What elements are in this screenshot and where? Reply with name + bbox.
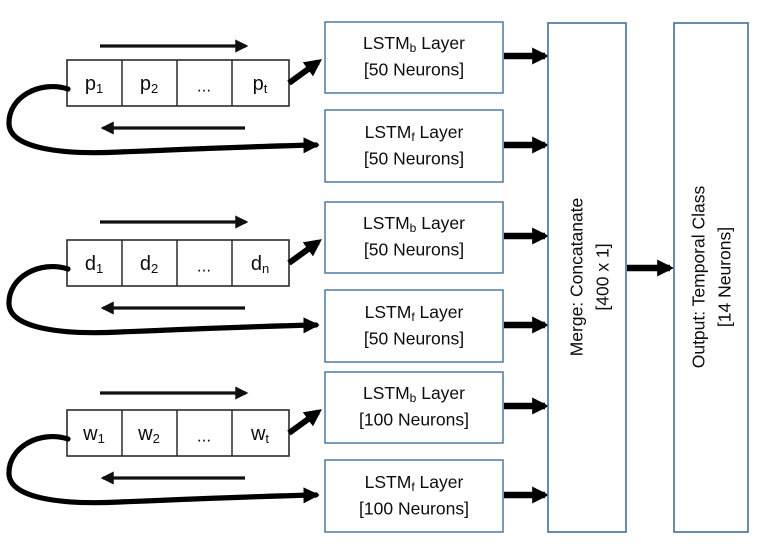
lstm-b-neurons-word: [100 Neurons] bbox=[359, 410, 469, 430]
word-cell-2: w2 bbox=[137, 423, 160, 446]
pose-cell-3: ... bbox=[197, 76, 211, 95]
lstm-b-label-pose: LSTMb Layer bbox=[363, 33, 465, 56]
lstm-f-label-depth: LSTMf Layer bbox=[365, 302, 464, 325]
word-cell-3: ... bbox=[197, 426, 211, 445]
lstm-b-neurons-depth: [50 Neurons] bbox=[364, 240, 464, 260]
lstm-b-box-word[interactable] bbox=[324, 371, 504, 444]
word-backward-loop-arrow bbox=[6, 433, 320, 506]
lstm-f-neurons-pose: [50 Neurons] bbox=[364, 149, 464, 169]
output-neurons-label: [14 Neurons] bbox=[715, 227, 735, 327]
merge-shape-label: [400 x 1] bbox=[593, 243, 613, 310]
word-cell-4: wt bbox=[250, 423, 269, 446]
branch-pose: p1 p2 ... pt LSTMb Layer [50 Neurons] bbox=[6, 21, 550, 183]
lstm-b-box-pose[interactable] bbox=[324, 21, 504, 94]
depth-to-lstm-b-arrow bbox=[287, 239, 322, 266]
pose-cell-2: p2 bbox=[140, 73, 158, 96]
depth-cell-1: d1 bbox=[85, 253, 103, 276]
merge-box[interactable] bbox=[547, 22, 627, 533]
lstm-b-label-depth: LSTMb Layer bbox=[363, 213, 465, 236]
word-cell-1: w1 bbox=[82, 423, 105, 446]
depth-sequence-box bbox=[66, 239, 290, 287]
depth-cell-3: ... bbox=[197, 256, 211, 275]
merge-layer[interactable]: Merge: Concatanate [400 x 1] bbox=[547, 22, 627, 533]
lstm-f-neurons-depth: [50 Neurons] bbox=[364, 329, 464, 349]
lstm-b-neurons-pose: [50 Neurons] bbox=[364, 60, 464, 80]
pose-cell-4: pt bbox=[253, 73, 268, 96]
lstm-f-box-depth[interactable] bbox=[324, 289, 504, 363]
lstm-f-box-word[interactable] bbox=[324, 459, 504, 533]
lstm-f-label-pose: LSTMf Layer bbox=[365, 122, 464, 145]
output-box[interactable] bbox=[673, 22, 749, 533]
pose-to-lstm-b-arrow bbox=[287, 59, 322, 86]
depth-backward-loop-arrow bbox=[6, 263, 320, 336]
depth-cell-4: dn bbox=[251, 253, 269, 276]
lstm-f-neurons-word: [100 Neurons] bbox=[359, 499, 469, 519]
branch-word: w1 w2 ... wt LSTMb Layer [100 Neurons] L… bbox=[6, 371, 550, 533]
pose-cell-1: p1 bbox=[85, 73, 103, 96]
output-label: Output: Temporal Class bbox=[689, 185, 709, 368]
word-sequence-box bbox=[66, 409, 290, 457]
lstm-f-box-pose[interactable] bbox=[324, 109, 504, 183]
merge-label: Merge: Concatanate bbox=[567, 198, 587, 357]
lstm-b-label-word: LSTMb Layer bbox=[363, 383, 465, 406]
branch-depth: d1 d2 ... dn LSTMb Layer [50 Neurons] LS… bbox=[6, 201, 550, 363]
output-layer[interactable]: Output: Temporal Class [14 Neurons] bbox=[673, 22, 749, 533]
depth-cell-2: d2 bbox=[140, 253, 158, 276]
word-to-lstm-b-arrow bbox=[287, 409, 322, 436]
lstm-f-label-word: LSTMf Layer bbox=[365, 472, 464, 495]
pose-backward-loop-arrow bbox=[6, 83, 320, 156]
lstm-b-box-depth[interactable] bbox=[324, 201, 504, 274]
